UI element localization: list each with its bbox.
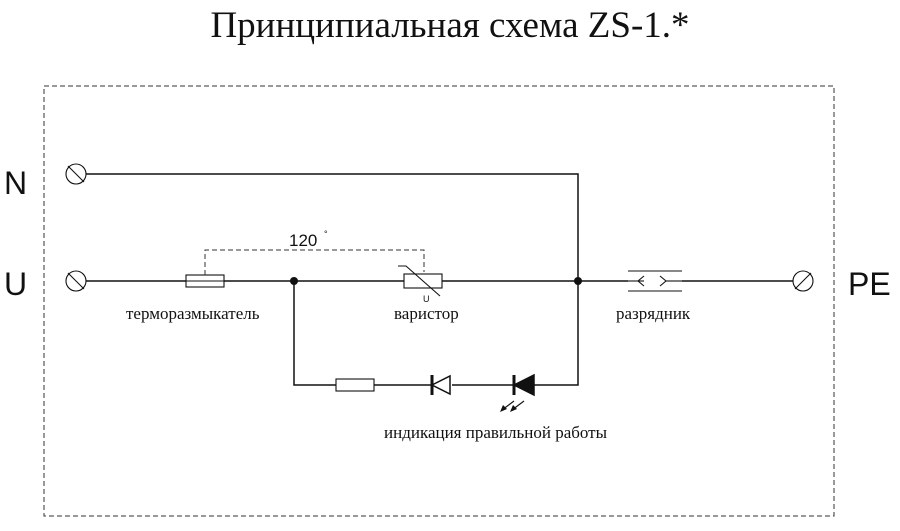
indication-wire-4 (534, 281, 579, 386)
thermal-coupling-line (204, 249, 425, 275)
varistor-mark: U (423, 294, 430, 304)
terminal-u-label: U (4, 266, 27, 302)
terminal-n-label: N (4, 165, 27, 201)
led (512, 373, 535, 397)
terminal-pe-label: PE (848, 266, 891, 302)
gas-discharge-arrester (628, 270, 682, 292)
n-wire (86, 173, 579, 281)
light-emission-arrows-icon (500, 400, 525, 412)
varistor-label: варистор (394, 304, 459, 323)
arrester-label: разрядник (616, 304, 691, 323)
diagram-title: Принципиальная схема ZS-1.* (210, 5, 690, 46)
varistor (398, 265, 443, 297)
diode (430, 374, 451, 396)
terminal-n (65, 163, 87, 185)
terminal-u (65, 270, 87, 292)
enclosure-border (43, 85, 835, 517)
thermal-fuse (185, 274, 225, 288)
terminal-pe (792, 270, 814, 292)
degree-mark: ° (324, 229, 328, 239)
temperature-label: 120 (289, 231, 317, 250)
thermal-fuse-label: терморазмыкатель (126, 304, 260, 323)
series-resistor (335, 378, 375, 392)
indication-label: индикация правильной работы (384, 423, 608, 442)
indication-wire (293, 281, 336, 386)
